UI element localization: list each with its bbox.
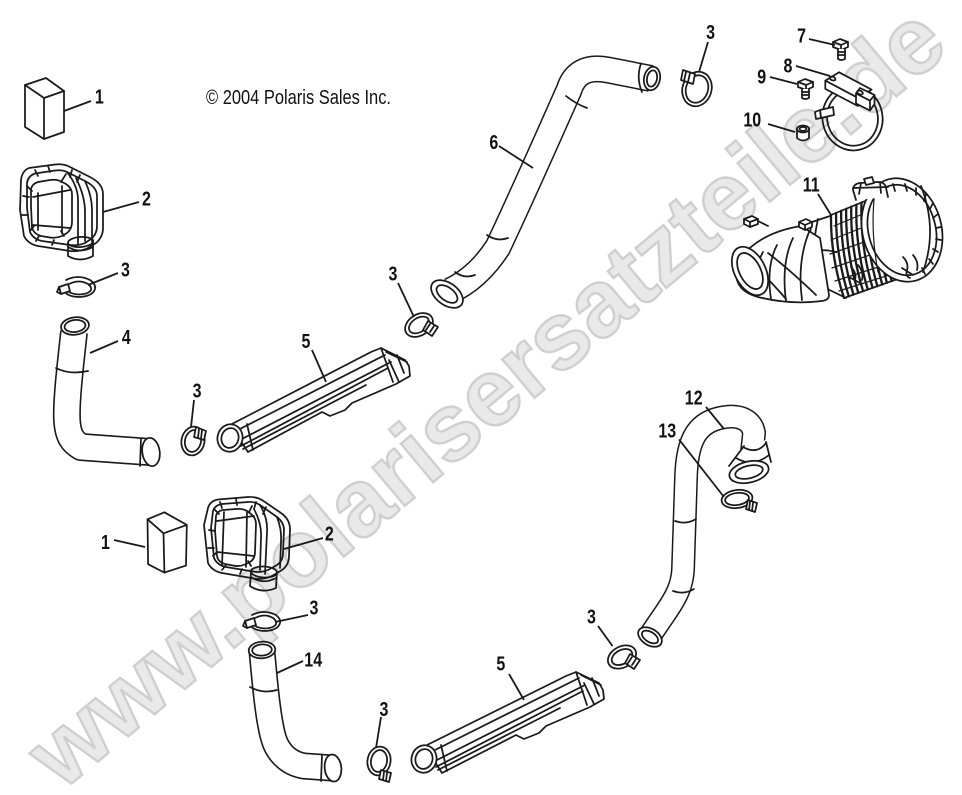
svg-text:11: 11 — [803, 174, 820, 196]
svg-text:13: 13 — [658, 420, 676, 442]
svg-text:1: 1 — [95, 86, 104, 108]
svg-text:3: 3 — [587, 606, 596, 628]
svg-text:3: 3 — [193, 380, 202, 402]
svg-text:3: 3 — [389, 263, 398, 285]
svg-text:8: 8 — [783, 55, 792, 77]
svg-text:3: 3 — [121, 259, 130, 281]
svg-text:5: 5 — [302, 331, 311, 353]
svg-text:3: 3 — [706, 21, 715, 43]
svg-text:7: 7 — [797, 25, 806, 47]
svg-text:1: 1 — [101, 531, 110, 553]
svg-text:2: 2 — [142, 188, 151, 210]
svg-text:6: 6 — [489, 131, 498, 153]
svg-text:4: 4 — [122, 327, 131, 349]
svg-text:3: 3 — [380, 698, 389, 720]
svg-text:12: 12 — [685, 387, 703, 409]
svg-text:14: 14 — [304, 649, 322, 671]
svg-text:2: 2 — [325, 523, 334, 545]
svg-text:© 2004 Polaris Sales Inc.: © 2004 Polaris Sales Inc. — [206, 87, 391, 109]
svg-text:9: 9 — [757, 66, 766, 88]
svg-text:10: 10 — [743, 109, 761, 131]
svg-text:5: 5 — [496, 653, 505, 675]
svg-text:3: 3 — [309, 597, 318, 619]
